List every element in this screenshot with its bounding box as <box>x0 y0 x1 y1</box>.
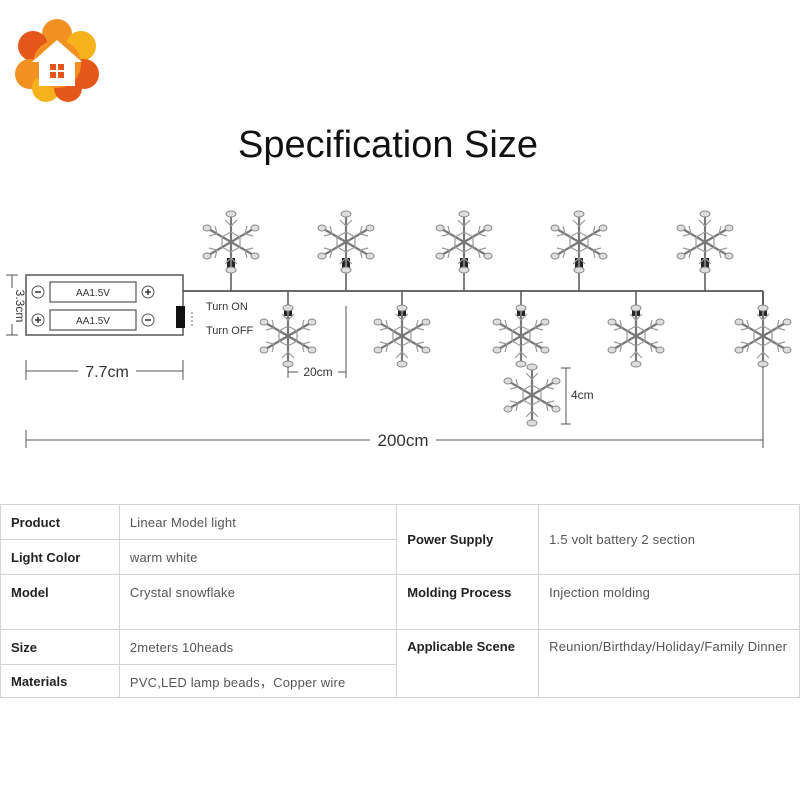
table-row: Product Linear Model light Power Supply … <box>0 504 800 575</box>
battery-label-2: AA1.5V <box>76 316 110 327</box>
dim-flake-label: 4cm <box>571 388 594 402</box>
spec-value-product: Linear Model light <box>118 504 398 540</box>
table-row: Size 2meters 10heads Applicable Scene Re… <box>0 629 800 698</box>
spec-label-molding: Molding Process <box>396 574 540 630</box>
power-switch[interactable] <box>176 306 185 328</box>
spec-label-materials: Materials <box>0 664 120 698</box>
dim-height-label: 3.3cm <box>13 290 27 323</box>
spec-label-scene: Applicable Scene <box>396 629 540 698</box>
battery-box: AA1.5V AA1.5V <box>25 274 184 336</box>
upper-flakes <box>201 209 735 291</box>
sample-flake <box>502 362 562 428</box>
lower-flakes <box>258 291 793 369</box>
spec-value-materials: PVC,LED lamp beads，Copper wire <box>118 664 398 698</box>
spec-label-product: Product <box>0 504 120 540</box>
house-flower-logo <box>15 19 99 102</box>
page-title: Specification Size <box>238 124 538 166</box>
table-row: Light Color warm white <box>0 539 800 575</box>
spec-value-size: 2meters 10heads <box>118 629 398 665</box>
spec-label-power-supply: Power Supply <box>396 504 540 575</box>
spec-label-size: Size <box>0 629 120 665</box>
switch-on-label: Turn ON <box>206 301 248 313</box>
spec-value-model: Crystal snowflake <box>118 574 398 630</box>
spec-value-molding: Injection molding <box>538 574 800 630</box>
spec-label-model: Model <box>0 574 120 630</box>
table-row: Model Crystal snowflake Molding Process … <box>0 574 800 630</box>
dim-spacing-label: 20cm <box>303 365 332 379</box>
spec-label-light-color: Light Color <box>0 539 120 575</box>
switch-off-label: Turn OFF <box>206 325 254 337</box>
product-diagram: AA1.5V AA1.5V Turn ON Turn OFF 3.3cm 7.7… <box>4 209 793 450</box>
dim-box-width-label: 7.7cm <box>85 364 129 381</box>
battery-label-1: AA1.5V <box>76 288 110 299</box>
spec-value-light-color: warm white <box>118 539 398 575</box>
spec-table: Product Linear Model light Power Supply … <box>0 504 800 698</box>
dim-total-label: 200cm <box>377 431 428 450</box>
table-row: Materials PVC,LED lamp beads，Copper wire <box>0 664 800 698</box>
spec-value-power-supply: 1.5 volt battery 2 section <box>538 504 800 575</box>
spec-value-scene: Reunion/Birthday/Holiday/Family Dinner <box>538 629 800 698</box>
